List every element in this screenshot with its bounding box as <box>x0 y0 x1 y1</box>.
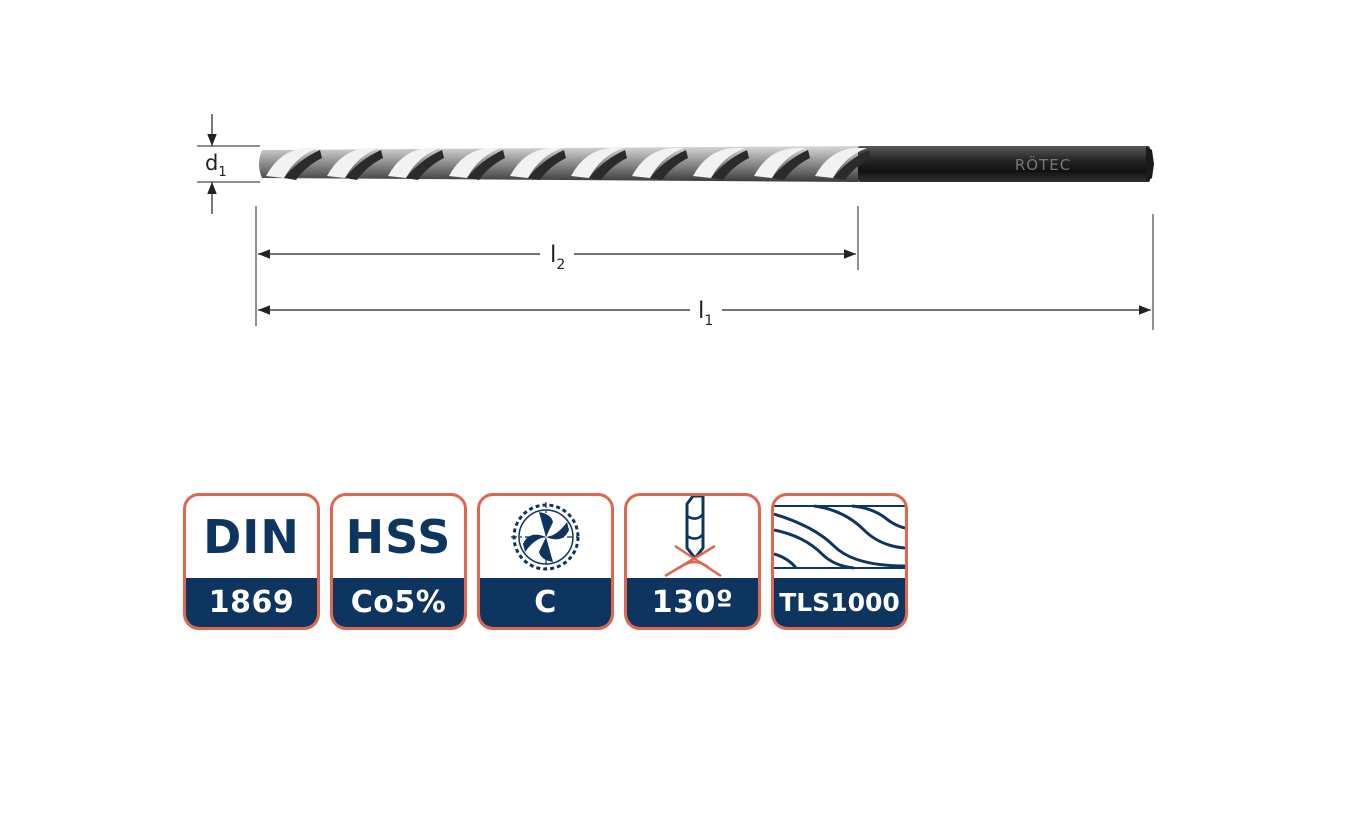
flute-highlight <box>388 148 440 178</box>
svg-text:l1: l1 <box>698 298 713 329</box>
flute-length-label: l <box>550 242 556 268</box>
drill-shank-end <box>1146 146 1154 182</box>
diameter-sub: 1 <box>218 165 226 180</box>
flute-shadow <box>467 150 505 180</box>
flute-shadow <box>833 150 871 180</box>
flute-highlight <box>815 148 867 178</box>
diameter-label: d <box>205 151 218 175</box>
drill-bit: RÖTEC <box>259 146 1154 182</box>
diameter-dimension: d1 <box>197 114 260 214</box>
flute-highlight <box>449 148 501 178</box>
flute-shadow <box>528 150 566 180</box>
badge-material-top: HSS <box>345 510 452 564</box>
flute-shadow <box>650 150 688 180</box>
flute-highlight <box>754 148 806 178</box>
badge-din: DIN 1869 <box>183 493 320 630</box>
point-angle-icon <box>663 496 722 578</box>
badge-din-top: DIN <box>203 510 300 564</box>
technical-drawing: RÖTEC d1 l2 l1 <box>197 114 1154 330</box>
flute-highlight <box>571 148 623 178</box>
flute-shadow <box>345 150 383 180</box>
total-length-dimension: l1 <box>258 214 1154 330</box>
flute-shadow <box>711 150 749 180</box>
feature-badges: DIN 1869 HSS Co5% C <box>183 493 908 630</box>
badge-din-bottom: 1869 <box>186 578 317 627</box>
brand-mark: RÖTEC <box>1015 155 1071 174</box>
svg-text:d1: d1 <box>205 151 227 180</box>
badge-tolerance: TLS1000 <box>771 493 908 630</box>
twist-flute-icon <box>774 504 905 570</box>
flute-shadow <box>772 150 810 180</box>
drill-flutes <box>266 148 871 180</box>
badge-type: C <box>477 493 614 630</box>
flute-highlight <box>266 148 318 178</box>
total-length-sub: 1 <box>704 313 713 329</box>
flute-shadow <box>284 150 322 180</box>
drill-shank <box>858 146 1150 182</box>
total-length-label: l <box>698 298 704 324</box>
flute-highlight <box>632 148 684 178</box>
badge-angle-bottom: 130º <box>627 578 758 627</box>
flute-highlight <box>510 148 562 178</box>
flute-shadow <box>406 150 444 180</box>
flute-length-sub: 2 <box>556 257 565 273</box>
badge-material-bottom: Co5% <box>333 578 464 627</box>
badge-type-bottom: C <box>480 578 611 627</box>
svg-text:l2: l2 <box>550 242 565 273</box>
flute-length-dimension: l2 <box>255 206 859 326</box>
flute-highlight <box>693 148 745 178</box>
flute-shadow <box>589 150 627 180</box>
badge-tolerance-bottom: TLS1000 <box>774 578 905 627</box>
cross-section-icon <box>510 502 581 572</box>
badge-material: HSS Co5% <box>330 493 467 630</box>
flute-highlight <box>327 148 379 178</box>
badge-angle: 130º <box>624 493 761 630</box>
